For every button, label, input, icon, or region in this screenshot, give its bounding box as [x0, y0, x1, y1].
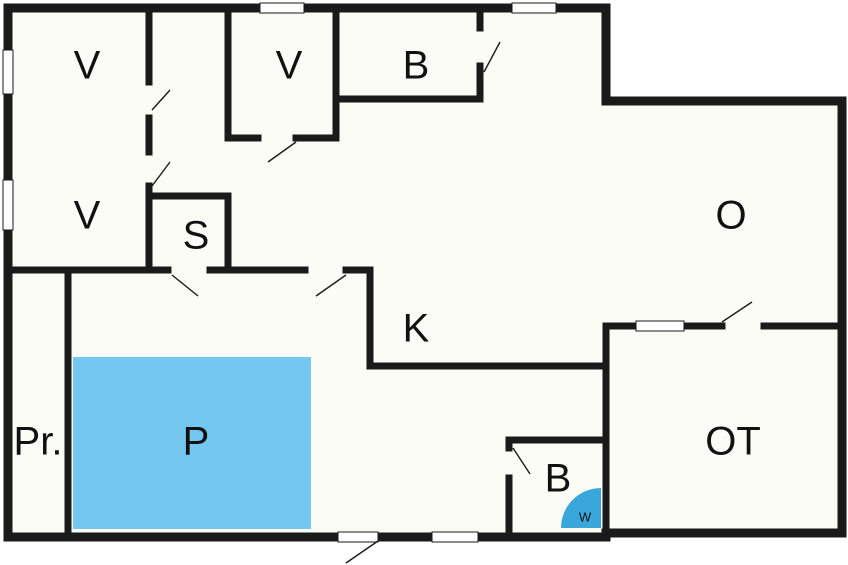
room-label-o: O: [715, 194, 746, 238]
window: [635, 320, 685, 332]
room-label-v-top-left: V: [74, 44, 101, 88]
room-label-s: S: [183, 214, 210, 258]
room-label-ot: OT: [705, 420, 761, 464]
windows: [2, 2, 685, 543]
window: [431, 531, 479, 543]
door-swings: [151, 41, 753, 564]
window: [337, 531, 379, 543]
room-label-v-top-middle: V: [276, 44, 303, 88]
room-label-b-bottom: B: [545, 457, 572, 501]
window: [259, 2, 305, 14]
window: [511, 2, 557, 14]
window: [2, 179, 14, 231]
room-labels: V V B V S O K P Pr. B OT: [14, 44, 761, 501]
water-heater-label: W: [579, 509, 592, 524]
window: [2, 49, 14, 95]
water-heater-icon: [561, 488, 601, 528]
room-label-k: K: [403, 307, 430, 351]
room-label-v-bottom-left: V: [74, 194, 101, 238]
room-label-p: P: [183, 420, 210, 464]
room-label-pr: Pr.: [14, 420, 63, 464]
room-label-b-top: B: [403, 44, 430, 88]
interior-walls: [8, 8, 846, 537]
pool: [73, 357, 311, 529]
